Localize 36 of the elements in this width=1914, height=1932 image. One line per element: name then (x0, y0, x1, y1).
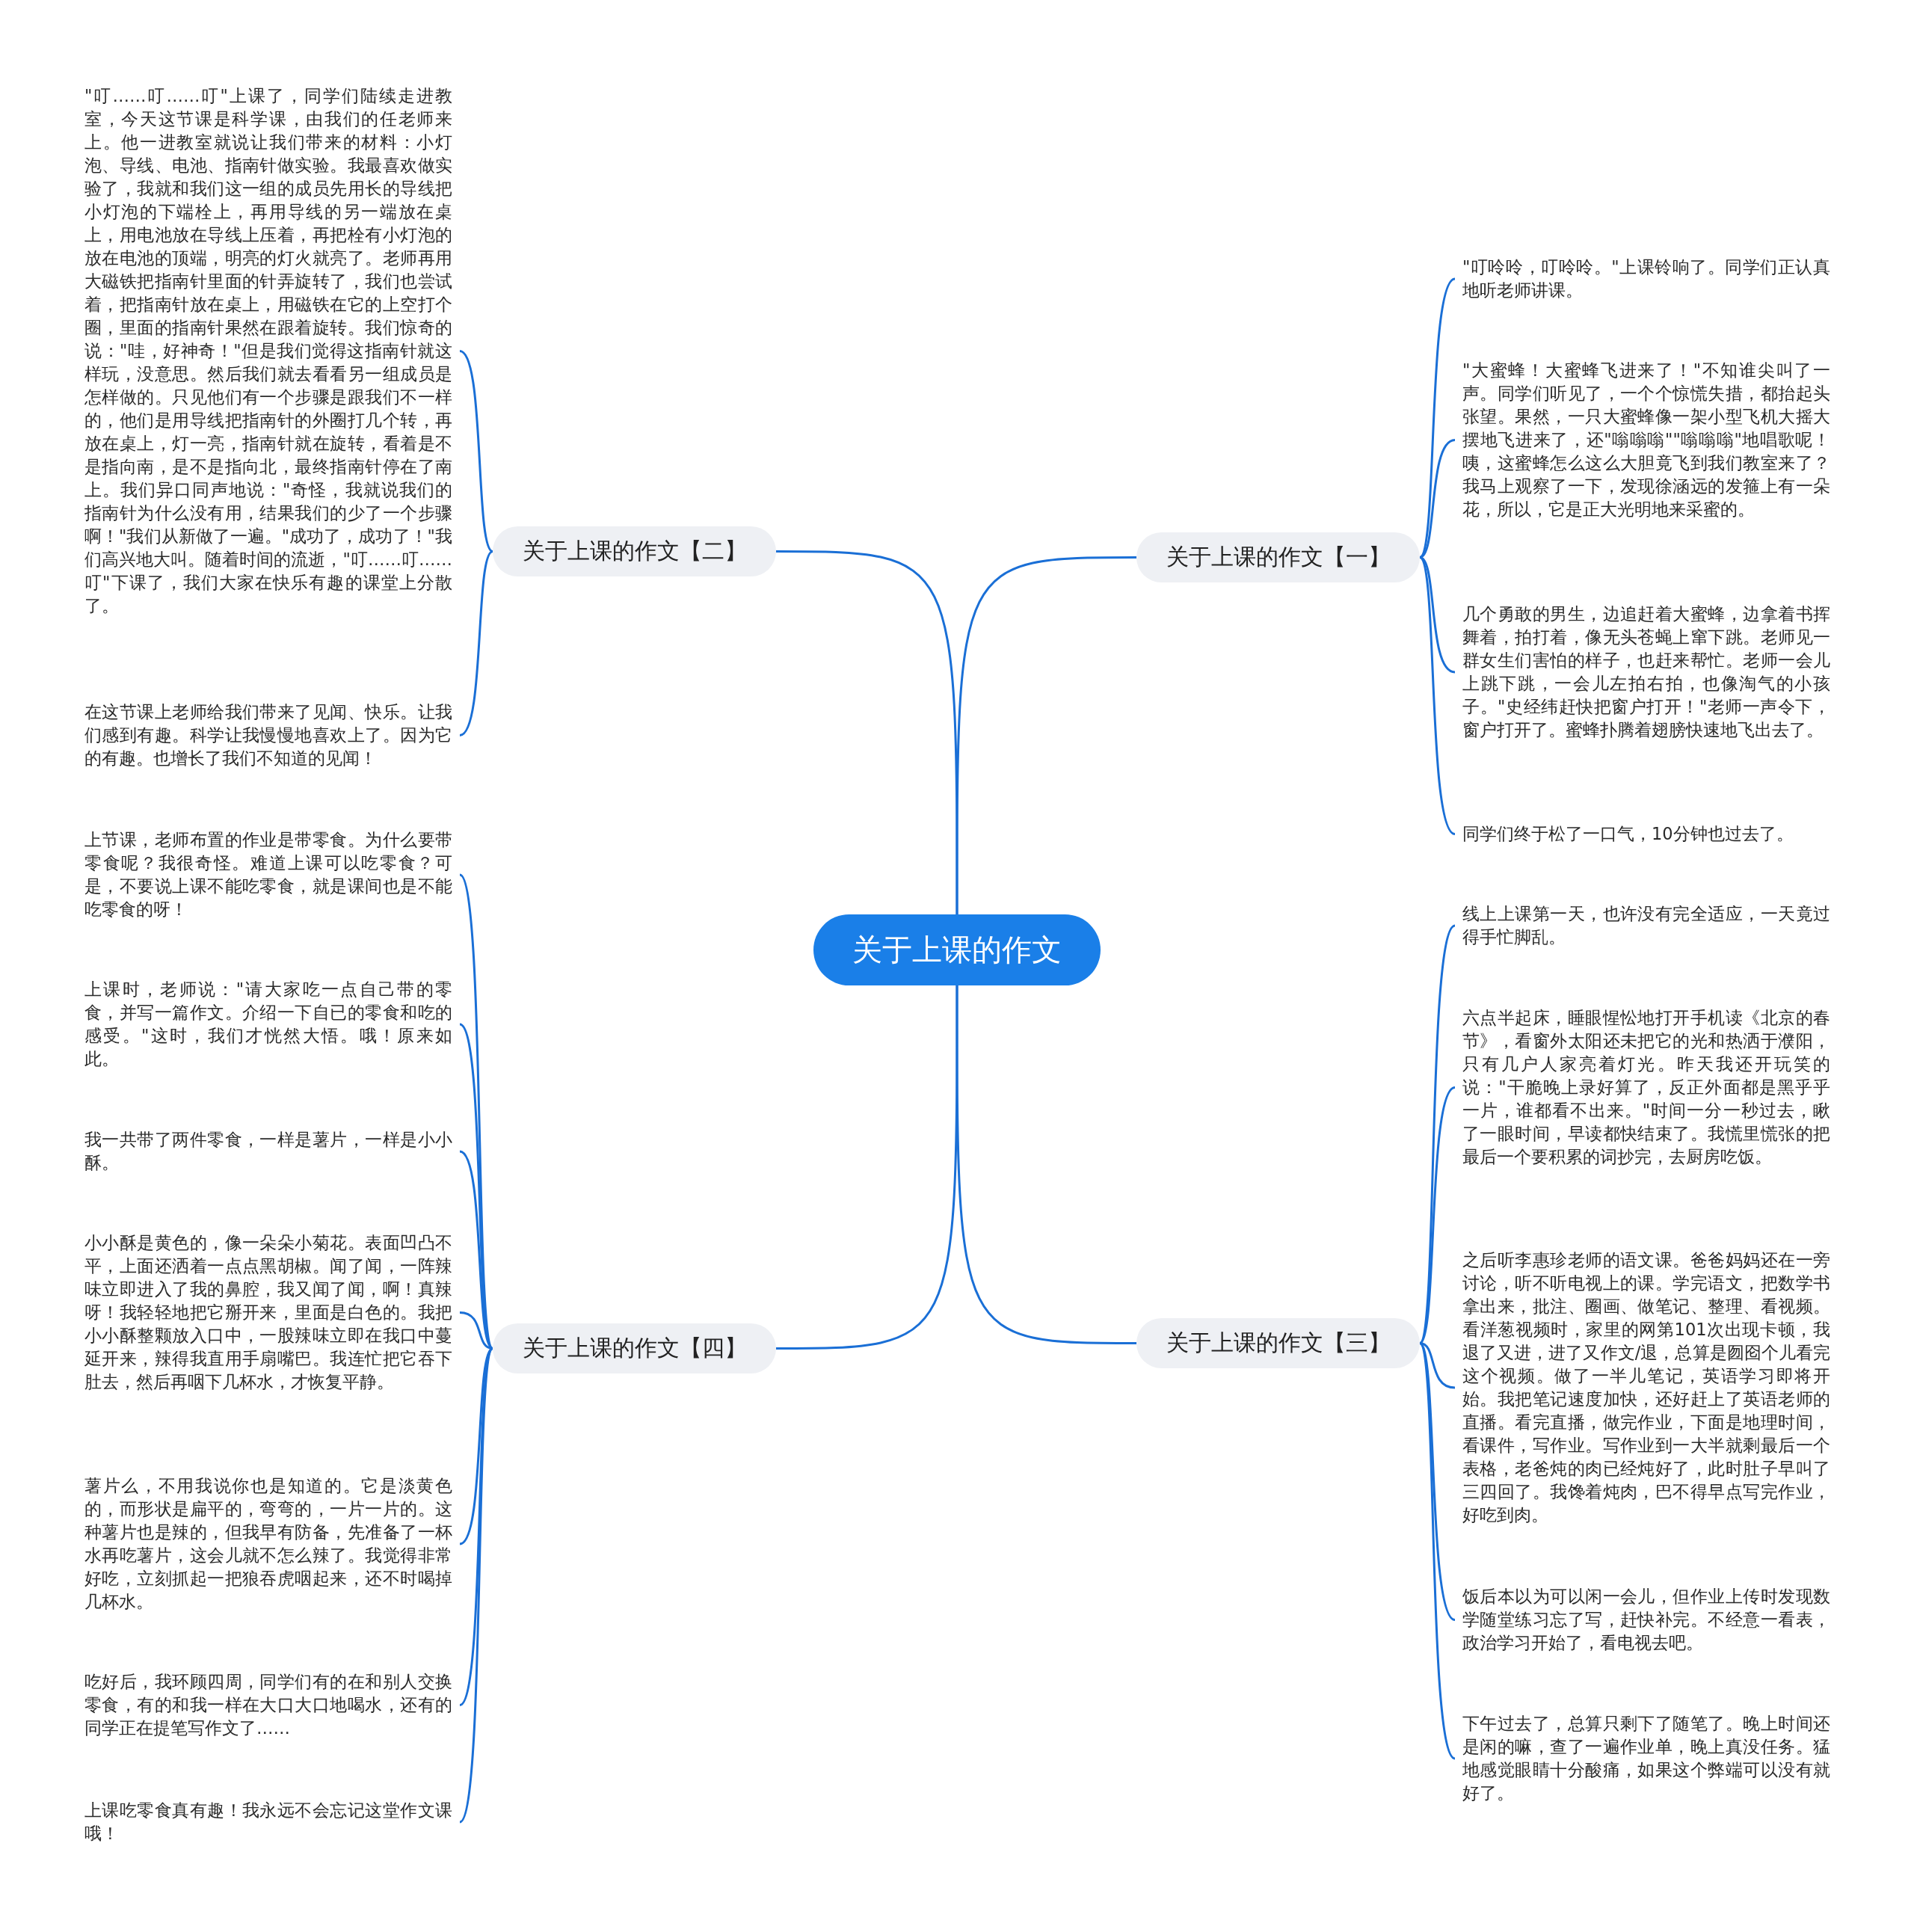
connector-line (956, 985, 1136, 1344)
topic-box: 关于上课的作文【四】 (493, 1323, 776, 1373)
paragraph-text: "大蜜蜂！大蜜蜂飞进来了！"不知谁尖叫了一声。同学们听见了，一个个惊慌失措，都抬起头张望。果然，一只大蜜蜂像一架小型飞机大摇大摆地飞进来了，还"嗡嗡嗡""嗡嗡嗡"地唱歌呢！咦，这蜜蜂怎么这么大胆竟飞到我们教室来了？我马上观察了一下，发现徐涵远的发箍上有一朵花，所以，它是正大光明地来采蜜的。 (1462, 359, 1830, 521)
topic-box: 关于上课的作文【三】 (1136, 1318, 1420, 1368)
paragraph-text: 薯片么，不用我说你也是知道的。它是淡黄色的，而形状是扁平的，弯弯的，一片一片的。这种薯片也是辣的，但我早有防备，先准备了一杯水再吃薯片，这会儿就不怎么辣了。我觉得非常好吃，立刻抓起一把狼吞虎咽起来，还不时喝掉几杯水。 (84, 1474, 452, 1613)
connector-line (1418, 556, 1456, 835)
connector-line (776, 550, 958, 914)
paragraph-text: "叮呤呤，叮呤呤。"上课铃响了。同学们正认真地听老师讲课。 (1462, 256, 1830, 302)
paragraph-text: 吃好后，我环顾四周，同学们有的在和别人交换零食，有的和我一样在大口大口地喝水，还有的同学正在提笔写作文了…… (84, 1670, 452, 1740)
paragraph-text: 之后听李惠珍老师的语文课。爸爸妈妈还在一旁讨论，听不听电视上的课。学完语文，把数学书拿出来，批注、圈画、做笔记、整理、看视频。看洋葱视频时，家里的网第101次出现卡顿，我退了又进，进了又作文/退，总算是囫囵个儿看完这个视频。做了一半儿笔记，英语学习即将开始。我把笔记速度加快，还好赶上了英语老师的直播。看完直播，做完作业，下面是地理时间，看课件，写作业。写作业到一大半就剩最后一个表格，老爸炖的肉已经炖好了，此时肚子早叫了三四回了。我馋着炖肉，巴不得早点写完作业，好吃到肉。 (1462, 1249, 1830, 1527)
paragraph-text: 上课吃零食真有趣！我永远不会忘记这堂作文课哦！ (84, 1799, 452, 1845)
paragraph-text: 我一共带了两件零食，一样是薯片，一样是小小酥。 (84, 1128, 452, 1175)
connector-line (956, 556, 1136, 914)
paragraph-text: 饭后本以为可以闲一会儿，但作业上传时发现数学随堂练习忘了写，赶快补完。不经意一看表，政治学习开始了，看电视去吧。 (1462, 1585, 1830, 1655)
paragraph-text: 同学们终于松了一口气，10分钟也过去了。 (1462, 822, 1830, 846)
paragraph-text: 六点半起床，睡眼惺忪地打开手机读《北京的春节》，看窗外太阳还未把它的光和热洒于濮阳，只有几户人家亮着灯光。昨天我还开玩笑的说："干脆晚上录好算了，反正外面都是黑乎乎一片，谁都看不出来。"时间一分一秒过去，瞅了一眼时间，早读都快结束了。我慌里慌张的把最后一个要积累的词抄完，去厨房吃饭。 (1462, 1006, 1830, 1169)
connector-line (1418, 1086, 1456, 1344)
connector-line (1418, 1342, 1456, 1759)
paragraph-text: 下午过去了，总算只剩下了随笔了。晚上时间还是闲的嘛，查了一遍作业单，晚上真没任务。猛地感觉眼睛十分酸痛，如果这个弊端可以没有就好了。 (1462, 1712, 1830, 1805)
paragraph-text: 几个勇敢的男生，边追赶着大蜜蜂，边拿着书挥舞着，拍打着，像无头苍蝇上窜下跳。老师见一群女生们害怕的样子，也赶来帮忙。老师一会儿上跳下跳，一会儿左拍右拍，也像淘气的小孩子。"史经纬赶快把窗户打开！"老师一声令下，窗户打开了。蜜蜂扑腾着翅膀快速地飞出去了。 (1462, 603, 1830, 742)
topic-box: 关于上课的作文【二】 (493, 526, 776, 576)
paragraph-text: 上课时，老师说："请大家吃一点自己带的零食，并写一篇作文。介绍一下自已的零食和吃的感受。"这时，我们才恍然大悟。哦！原来如此。 (84, 978, 452, 1071)
topic-box: 关于上课的作文【一】 (1136, 532, 1420, 582)
connector-line (776, 985, 958, 1350)
connector-line (458, 1347, 494, 1823)
connector-line (1419, 439, 1456, 559)
connector-line (1418, 277, 1456, 559)
connector-line (1419, 556, 1456, 674)
connector-line (459, 550, 493, 736)
paragraph-text: 线上上课第一天，也许没有完全适应，一天竟过得手忙脚乱。 (1462, 902, 1830, 949)
central-topic: 关于上课的作文 (813, 914, 1101, 985)
connector-line (459, 350, 494, 553)
paragraph-text: 小小酥是黄色的，像一朵朵小菊花。表面凹凸不平，上面还洒着一点点黑胡椒。闻了闻，一阵辣味立即进入了我的鼻腔，我又闻了闻，啊！真辣呀！我轻轻地把它掰开来，里面是白色的。我把小小酥整颗放入口中，一股辣味立即在我口中蔓延开来，辣得我直用手扇嘴巴。我连忙把它吞下肚去，然后再咽下几杯水，才恢复平静。 (84, 1231, 452, 1394)
paragraph-text: 上节课，老师布置的作业是带零食。为什么要带零食呢？我很奇怪。难道上课可以吃零食？可是，不要说上课不能吃零食，就是课间也是不能吃零食的呀！ (84, 828, 452, 921)
paragraph-text: "叮……叮……叮"上课了，同学们陆续走进教室，今天这节课是科学课，由我们的任老师来上。他一进教室就说让我们带来的材料：小灯泡、导线、电池、指南针做实验。我最喜欢做实验了，我就和我们这一组的成员先用长的导线把小灯泡的下端栓上，再用导线的另一端放在桌上，用电池放在导线上压着，再把栓有小灯泡的放在电池的顶端，明亮的灯火就亮了。老师再用大磁铁把指南针里面的针弄旋转了，我们也尝试着，把指南针放在桌上，用磁铁在它的上空打个圈，里面的指南针果然在跟着旋转。我们惊奇的说："哇，好神奇！"但是我们觉得这指南针就这样玩，没意思。然后我们就去看看另一组成员是怎样做的。只见他们有一个步骤是跟我们不一样的，他们是用导线把指南针的外圈打几个转，再放在桌上，灯一亮，指南针就在旋转，看着是不是指向南，是不是指向北，最终指南针停在了南上。我们异口同声地说："奇怪，我就说我们的指南针为什么没有用，结果我们的少了一个步骤啊！"我们从新做了一遍。"成功了，成功了！"我们高兴地大叫。随着时间的流逝，"叮……叮……叮"下课了，我们大家在快乐有趣的课堂上分散了。 (84, 84, 452, 618)
paragraph-text: 在这节课上老师给我们带来了见闻、快乐。让我们感到有趣。科学让我慢慢地喜欢上了。因为它的有趣。也增长了我们不知道的见闻！ (84, 701, 452, 770)
